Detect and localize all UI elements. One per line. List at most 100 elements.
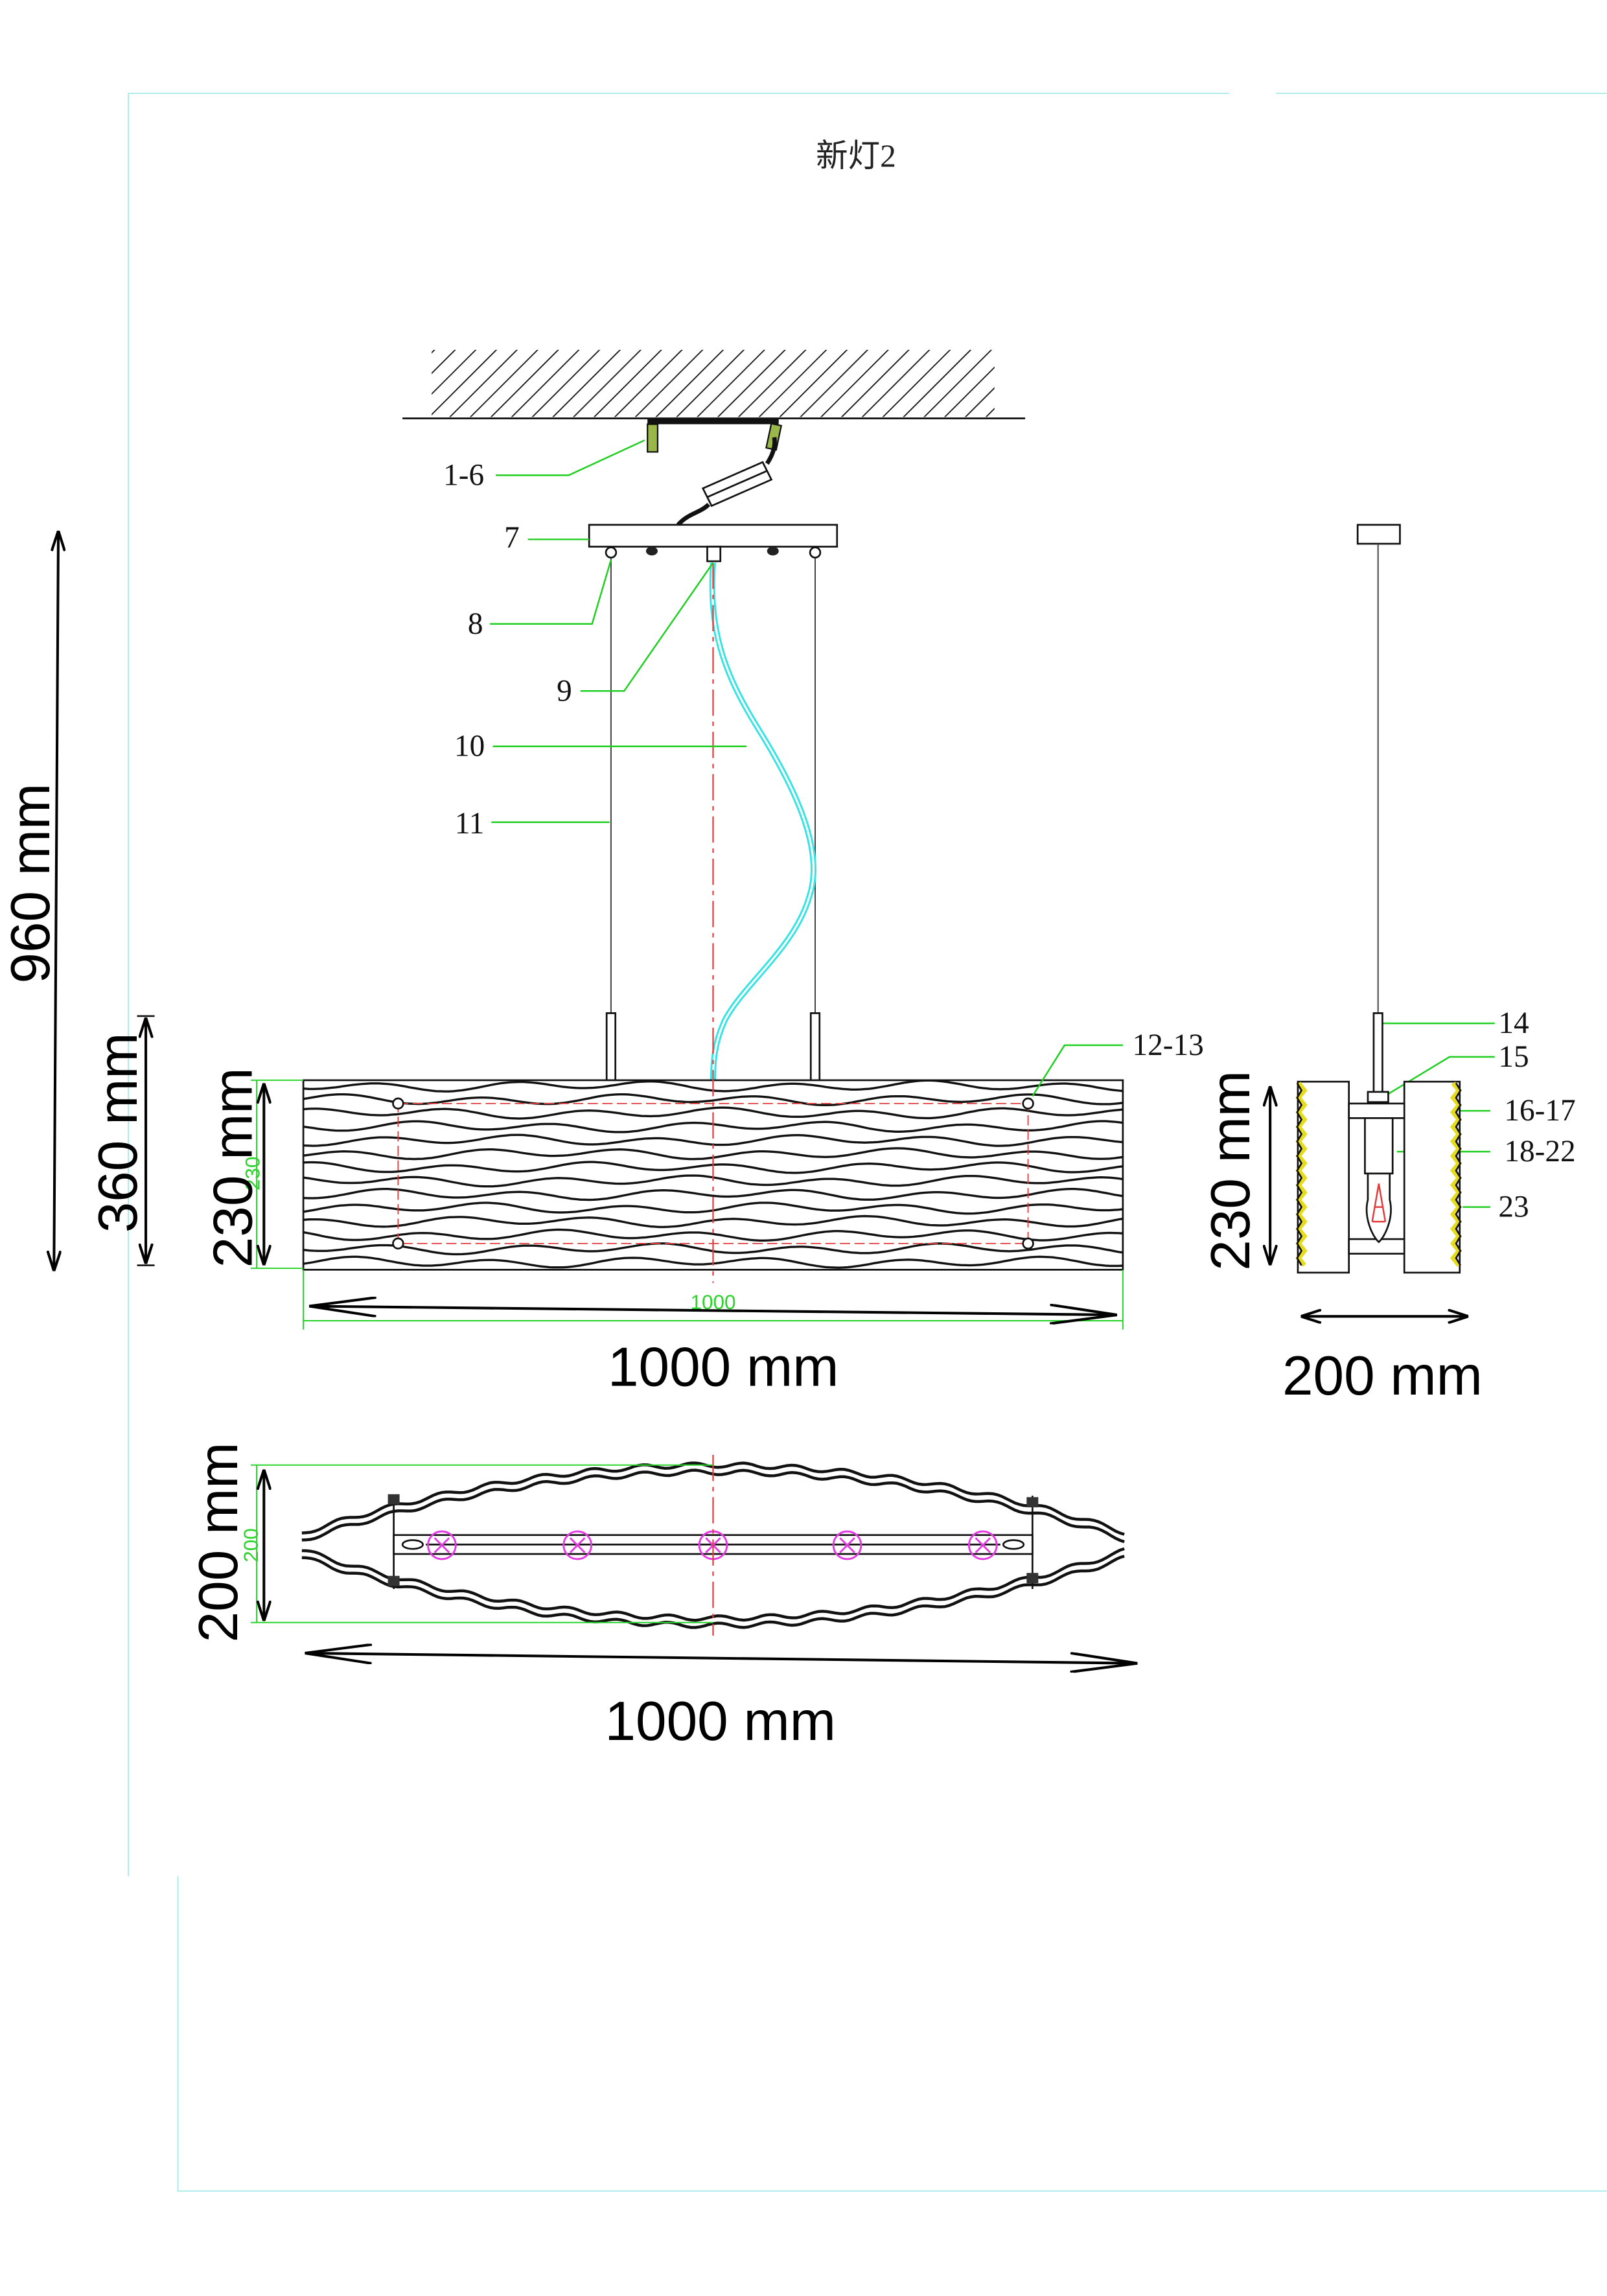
bulb-filament xyxy=(1371,1183,1387,1223)
top-width-dimension: 1000 mm xyxy=(305,1653,1137,1752)
callout-label: 11 xyxy=(455,807,484,841)
lamp-position-mark xyxy=(967,1530,998,1560)
leader-9 xyxy=(580,562,714,692)
side-suspension-tube xyxy=(1372,1012,1383,1096)
rail-slot-left xyxy=(401,1539,424,1550)
driver-input-cable xyxy=(765,437,777,465)
front-shade-waves xyxy=(303,1080,1123,1269)
side-panel-right xyxy=(1403,1080,1461,1274)
rail-slot-right xyxy=(1002,1539,1025,1550)
ceiling-hatch xyxy=(432,349,995,417)
canopy-screw-left xyxy=(645,546,658,556)
callout-label: 10 xyxy=(454,730,485,763)
callout-label: 1-6 xyxy=(443,458,484,492)
callout-label: 12-13 xyxy=(1133,1028,1204,1062)
driver-seam xyxy=(706,470,768,498)
mounting-screw-left xyxy=(647,423,659,453)
socket-bracket-top xyxy=(1348,1102,1405,1119)
driver-output-cable xyxy=(676,502,711,527)
lamp-position-mark xyxy=(427,1530,457,1560)
shade-wave-line xyxy=(303,1201,1123,1215)
side-panel-accent-right xyxy=(1450,1082,1462,1267)
canopy-bar xyxy=(588,524,838,548)
dimension-extension-lines xyxy=(251,1464,713,1623)
canopy-screw-right xyxy=(767,546,779,556)
power-cable xyxy=(709,562,816,1080)
shade-wave-line xyxy=(303,1093,1123,1107)
side-height-dimension: 230 mm xyxy=(1200,1071,1270,1271)
socket-bracket-bottom xyxy=(1348,1238,1405,1255)
dimension-label: 1000 mm xyxy=(605,1691,836,1752)
dimension-arrow xyxy=(309,1306,1117,1315)
dimension-label: 230 mm xyxy=(1200,1071,1262,1271)
shade-wave-line xyxy=(303,1242,1123,1256)
ceiling xyxy=(402,349,1026,453)
shade-clip xyxy=(1026,1573,1039,1583)
side-depth-dimension: 200 mm xyxy=(1282,1316,1483,1407)
dimension-extension-lines xyxy=(251,1079,304,1270)
shade-wave-line xyxy=(303,1188,1123,1201)
wire-gripper-right xyxy=(809,546,822,559)
side-panel-edges xyxy=(1295,1082,1462,1267)
dimension-label: 960 mm xyxy=(0,783,62,984)
overall-height-dimension: 960 mm xyxy=(0,531,62,1271)
suspension-tube-right xyxy=(809,1012,821,1082)
shade-wave-line xyxy=(303,1255,1123,1269)
side-canopy xyxy=(1356,524,1401,545)
dimension-label: 360 mm xyxy=(87,1033,149,1233)
front-shade-height-dimension: 230 230 mm xyxy=(203,1068,304,1270)
callout-label: 8 xyxy=(468,607,483,641)
drawing-title: 新灯2 xyxy=(816,138,896,174)
drawing-frame xyxy=(128,93,1607,2192)
shade-wave-line xyxy=(303,1147,1123,1161)
lamp-position-mark xyxy=(832,1530,862,1560)
side-panel-accent-left xyxy=(1295,1082,1308,1267)
callout-label: 18-22 xyxy=(1504,1135,1575,1168)
callout-label: 23 xyxy=(1498,1190,1529,1224)
dimension-label: 200 mm xyxy=(1282,1345,1483,1407)
wire-gripper-left xyxy=(605,546,618,559)
callout-label: 15 xyxy=(1498,1040,1529,1074)
leader-8 xyxy=(490,559,612,625)
callout-label: 7 xyxy=(504,521,520,555)
dimension-arrow xyxy=(305,1653,1137,1664)
shade-wave-line xyxy=(303,1106,1123,1120)
suspension-tube-left xyxy=(605,1012,617,1082)
dimension-arrow xyxy=(54,531,58,1271)
callout-label: 9 xyxy=(557,674,572,708)
leader-12-13 xyxy=(1032,1044,1123,1097)
shade-wave-line xyxy=(303,1133,1123,1147)
shade-fixing-point xyxy=(1022,1237,1034,1250)
mounting-screw-right xyxy=(765,423,783,451)
shade-clip xyxy=(387,1494,400,1505)
shade-edge-line xyxy=(301,1555,1125,1629)
shade-fixing-point xyxy=(392,1237,404,1250)
side-panel-wavy-edge-left xyxy=(1296,1082,1303,1266)
dimension-label: 230 mm xyxy=(203,1068,264,1268)
shade-wave-line xyxy=(303,1120,1123,1133)
shade-clip xyxy=(1026,1497,1039,1508)
shade-wave-line xyxy=(303,1161,1123,1174)
shade-wave-line xyxy=(303,1080,1123,1093)
leader-1-6 xyxy=(496,439,645,476)
side-panel-wavy-edge-right xyxy=(1455,1082,1462,1266)
callouts: 1-6 7 8 9 10 11 12-13 14 15 16-17 18-22 … xyxy=(443,439,1576,1224)
shade-wave-line xyxy=(303,1174,1123,1188)
driver-box xyxy=(676,437,777,527)
callout-label: 16-17 xyxy=(1504,1094,1575,1128)
dimension-label: 1000 mm xyxy=(608,1337,838,1398)
shade-wave-line xyxy=(303,1214,1123,1229)
lamp-socket xyxy=(1364,1117,1394,1175)
side-tube-nut xyxy=(1367,1091,1389,1103)
canopy xyxy=(588,524,838,562)
front-width-dimension: 1000 1000 mm xyxy=(303,1270,1124,1398)
shade-fixing-point xyxy=(392,1097,404,1110)
shade-fixing-point xyxy=(1022,1097,1034,1110)
cable-outlet xyxy=(706,546,722,562)
shade-clip xyxy=(387,1575,400,1586)
shade-wave-line xyxy=(303,1228,1123,1242)
lamp-position-mark xyxy=(562,1530,593,1560)
side-view xyxy=(1295,524,1462,1274)
callout-label: 14 xyxy=(1498,1006,1529,1040)
